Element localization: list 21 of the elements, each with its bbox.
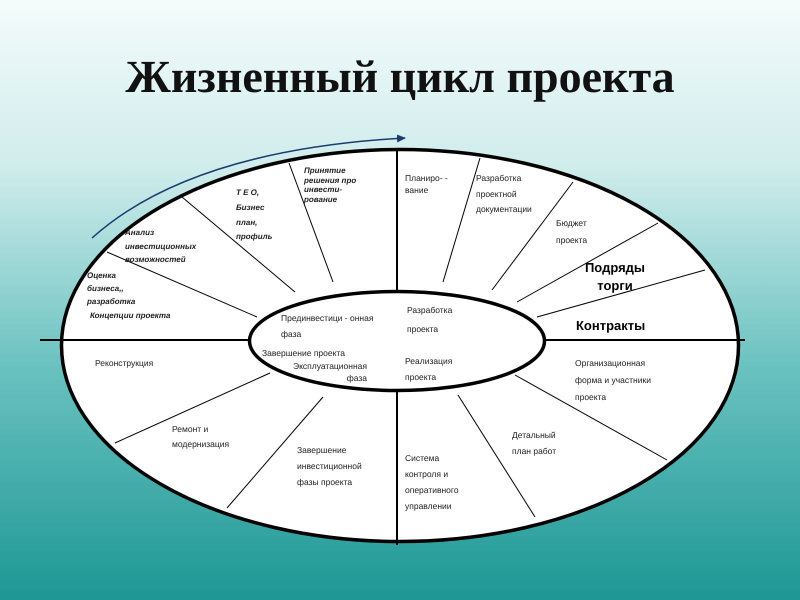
sector-label: Контракты <box>576 317 646 335</box>
sector-label: Принятие решения про инвести- рование <box>304 166 358 204</box>
sector-label: Разработка проектной документации <box>476 172 533 216</box>
sector-label: Организационная форма и участники проекта <box>575 357 652 404</box>
phase-label: Реализация проекта <box>405 355 454 384</box>
sector-label: Бюджет проекта <box>556 217 588 247</box>
sector-label: Детальный план работ <box>512 429 558 458</box>
sector-label: Т Е О, Бизнес план, профиль <box>236 187 274 244</box>
phase-label: Разработка проекта <box>407 304 454 336</box>
sector-label: Концепции проекта <box>90 310 172 322</box>
sector-label: Подряды торги <box>584 259 646 296</box>
diagram-title: Жизненный цикл проекта <box>124 50 676 103</box>
phase-label: Эксплуатационная фаза <box>292 360 367 385</box>
sector-label: Ремонт и модернизация <box>172 423 230 451</box>
sector-label: Оценка бизнеса,, разработка <box>87 270 136 308</box>
phase-label: Прединвестици - онная фаза <box>281 312 374 342</box>
sector-label: Реконструкция <box>95 357 154 370</box>
sector-label: Завершение инвестиционной фазы проекта <box>297 444 359 490</box>
sector-label: Система контроля и оперативного управлении <box>405 452 460 514</box>
phase-label: Завершение проекта <box>262 347 346 360</box>
sector-label: Планиро- - вание <box>405 173 449 197</box>
